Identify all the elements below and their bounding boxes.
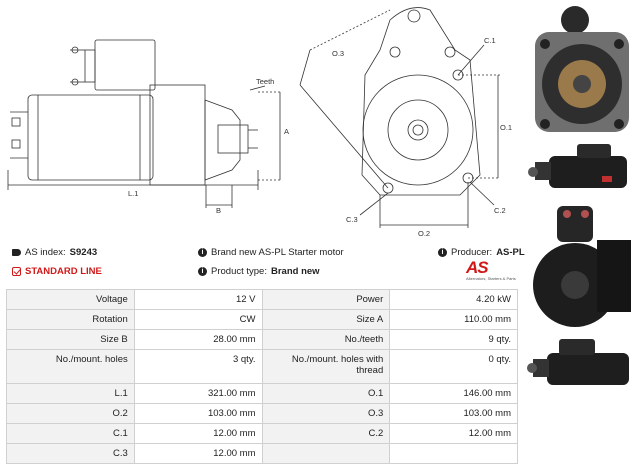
info-icon: i <box>438 248 447 257</box>
spec-value: 12.00 mm <box>389 423 518 444</box>
label-c1: C.1 <box>484 36 496 45</box>
spec-value: 12.00 mm <box>133 423 263 444</box>
label-c3: C.3 <box>346 215 358 224</box>
label-o1: O.1 <box>500 123 512 132</box>
solenoid <box>94 39 156 91</box>
spec-label: No./mount. holes <box>6 349 135 384</box>
spec-label: Size A <box>261 309 391 330</box>
spec-value: 4.20 kW <box>389 289 518 310</box>
info-icon: i <box>198 248 207 257</box>
spec-label: O.3 <box>261 403 391 424</box>
drive-housing <box>149 84 206 186</box>
spec-value: 0 qty. <box>389 349 518 384</box>
spec-label: C.2 <box>261 423 391 444</box>
as-index-label: AS index: <box>25 247 66 258</box>
spec-label: O.1 <box>261 383 391 404</box>
producer-value: AS-PL <box>496 247 525 258</box>
housing-circle <box>362 74 474 186</box>
standard-line-text: STANDARD LINE <box>25 266 102 277</box>
product-type-label: Product type: <box>211 266 267 277</box>
label-b: B <box>216 206 221 215</box>
table-row: C.1 12.00 mm C.2 12.00 mm <box>6 423 518 444</box>
label-o3: O.3 <box>332 49 344 58</box>
spec-label: No./mount. holes with thread <box>261 349 391 384</box>
spec-value: 9 qty. <box>389 329 518 350</box>
producer-label: Producer: <box>451 247 493 258</box>
spec-label: Power <box>261 289 391 310</box>
spec-value: 146.00 mm <box>389 383 518 404</box>
logo-tagline: Alternators, Starters & Parts <box>466 276 516 281</box>
spec-label: C.1 <box>6 423 135 444</box>
spec-value: CW <box>133 309 263 330</box>
table-row: L.1 321.00 mm O.1 146.00 mm <box>6 383 518 404</box>
table-row: O.2 103.00 mm O.3 103.00 mm <box>6 403 518 424</box>
as-index-value: S9243 <box>69 247 98 258</box>
spec-value: 321.00 mm <box>133 383 263 404</box>
brand-text: Brand new AS-PL Starter motor <box>211 247 344 258</box>
table-row: Voltage 12 V Power 4.20 kW <box>6 289 518 310</box>
as-index-row: AS index: S9243 <box>12 247 97 258</box>
as-pl-logo: AS Alternators, Starters & Parts <box>466 258 516 286</box>
spec-value: 28.00 mm <box>133 329 263 350</box>
product-photo-side[interactable] <box>527 140 637 200</box>
brand-row: i Brand new AS-PL Starter motor <box>198 247 344 258</box>
label-o2: O.2 <box>418 229 430 238</box>
spec-value: 12 V <box>133 289 263 310</box>
specs-table: Voltage 12 V Power 4.20 kW Rotation CW S… <box>6 289 518 464</box>
product-photo-angle[interactable] <box>527 200 637 335</box>
tag-icon <box>12 249 21 256</box>
technical-drawing: Teeth A B L.1 O.1 O.2 O.3 C.1 C.2 C.3 <box>7 7 512 238</box>
spec-value: 103.00 mm <box>133 403 263 424</box>
table-row: No./mount. holes 3 qty. No./mount. holes… <box>6 349 518 384</box>
motor-body <box>27 94 154 181</box>
spec-value: 103.00 mm <box>389 403 518 424</box>
table-row: Rotation CW Size A 110.00 mm <box>6 309 518 330</box>
spec-label: Voltage <box>6 289 135 310</box>
info-icon: i <box>198 267 207 276</box>
spec-label: O.2 <box>6 403 135 424</box>
spec-label: Rotation <box>6 309 135 330</box>
label-l1: L.1 <box>128 189 138 198</box>
table-row: Size B 28.00 mm No./teeth 9 qty. <box>6 329 518 350</box>
label-teeth: Teeth <box>256 77 274 86</box>
check-icon <box>12 267 21 276</box>
spec-label: No./teeth <box>261 329 391 350</box>
product-photo-front[interactable] <box>527 2 637 142</box>
label-a: A <box>284 127 289 136</box>
label-c2: C.2 <box>494 206 506 215</box>
producer-row: i Producer: AS-PL <box>438 247 525 258</box>
spec-value: 110.00 mm <box>389 309 518 330</box>
spec-value: 3 qty. <box>133 349 263 384</box>
spec-label: L.1 <box>6 383 135 404</box>
product-type-row: i Product type: Brand new <box>198 266 320 277</box>
mount-flange <box>361 7 481 196</box>
product-photo-bottom[interactable] <box>527 335 637 400</box>
standard-line-row: STANDARD LINE <box>12 266 102 277</box>
spec-label: Size B <box>6 329 135 350</box>
logo-text: AS <box>466 258 489 277</box>
product-type-value: Brand new <box>270 266 320 277</box>
